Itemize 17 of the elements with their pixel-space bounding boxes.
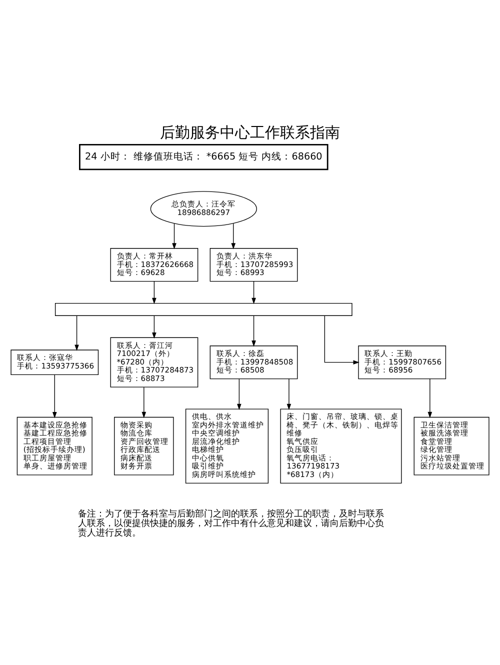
arrow [172,223,176,250]
node-box [54,302,352,316]
arrow [252,281,256,304]
arrow [324,315,360,364]
arrow [142,386,146,418]
node-box: 24 小时： 维修值班电话： *6665 短号 内线：68660 [79,144,328,170]
arrow [152,315,156,339]
diagram-title: 后勤服务中心工作联系指南 [160,124,340,142]
caption: 备注：为了便于各科室与后勤部门之间的联系，按照分工的职责，及时与联系人联系，以便提供快捷的服务，对工作中有什么意见和建议，请向后勤中心负责人进行反馈。 [78,509,384,539]
arrow [237,378,242,410]
arrow [152,281,156,304]
arrow [231,223,236,250]
arrow [428,378,432,418]
arrow [252,315,256,347]
arrow [74,315,79,351]
arrow [52,374,57,418]
arrow [286,378,292,410]
